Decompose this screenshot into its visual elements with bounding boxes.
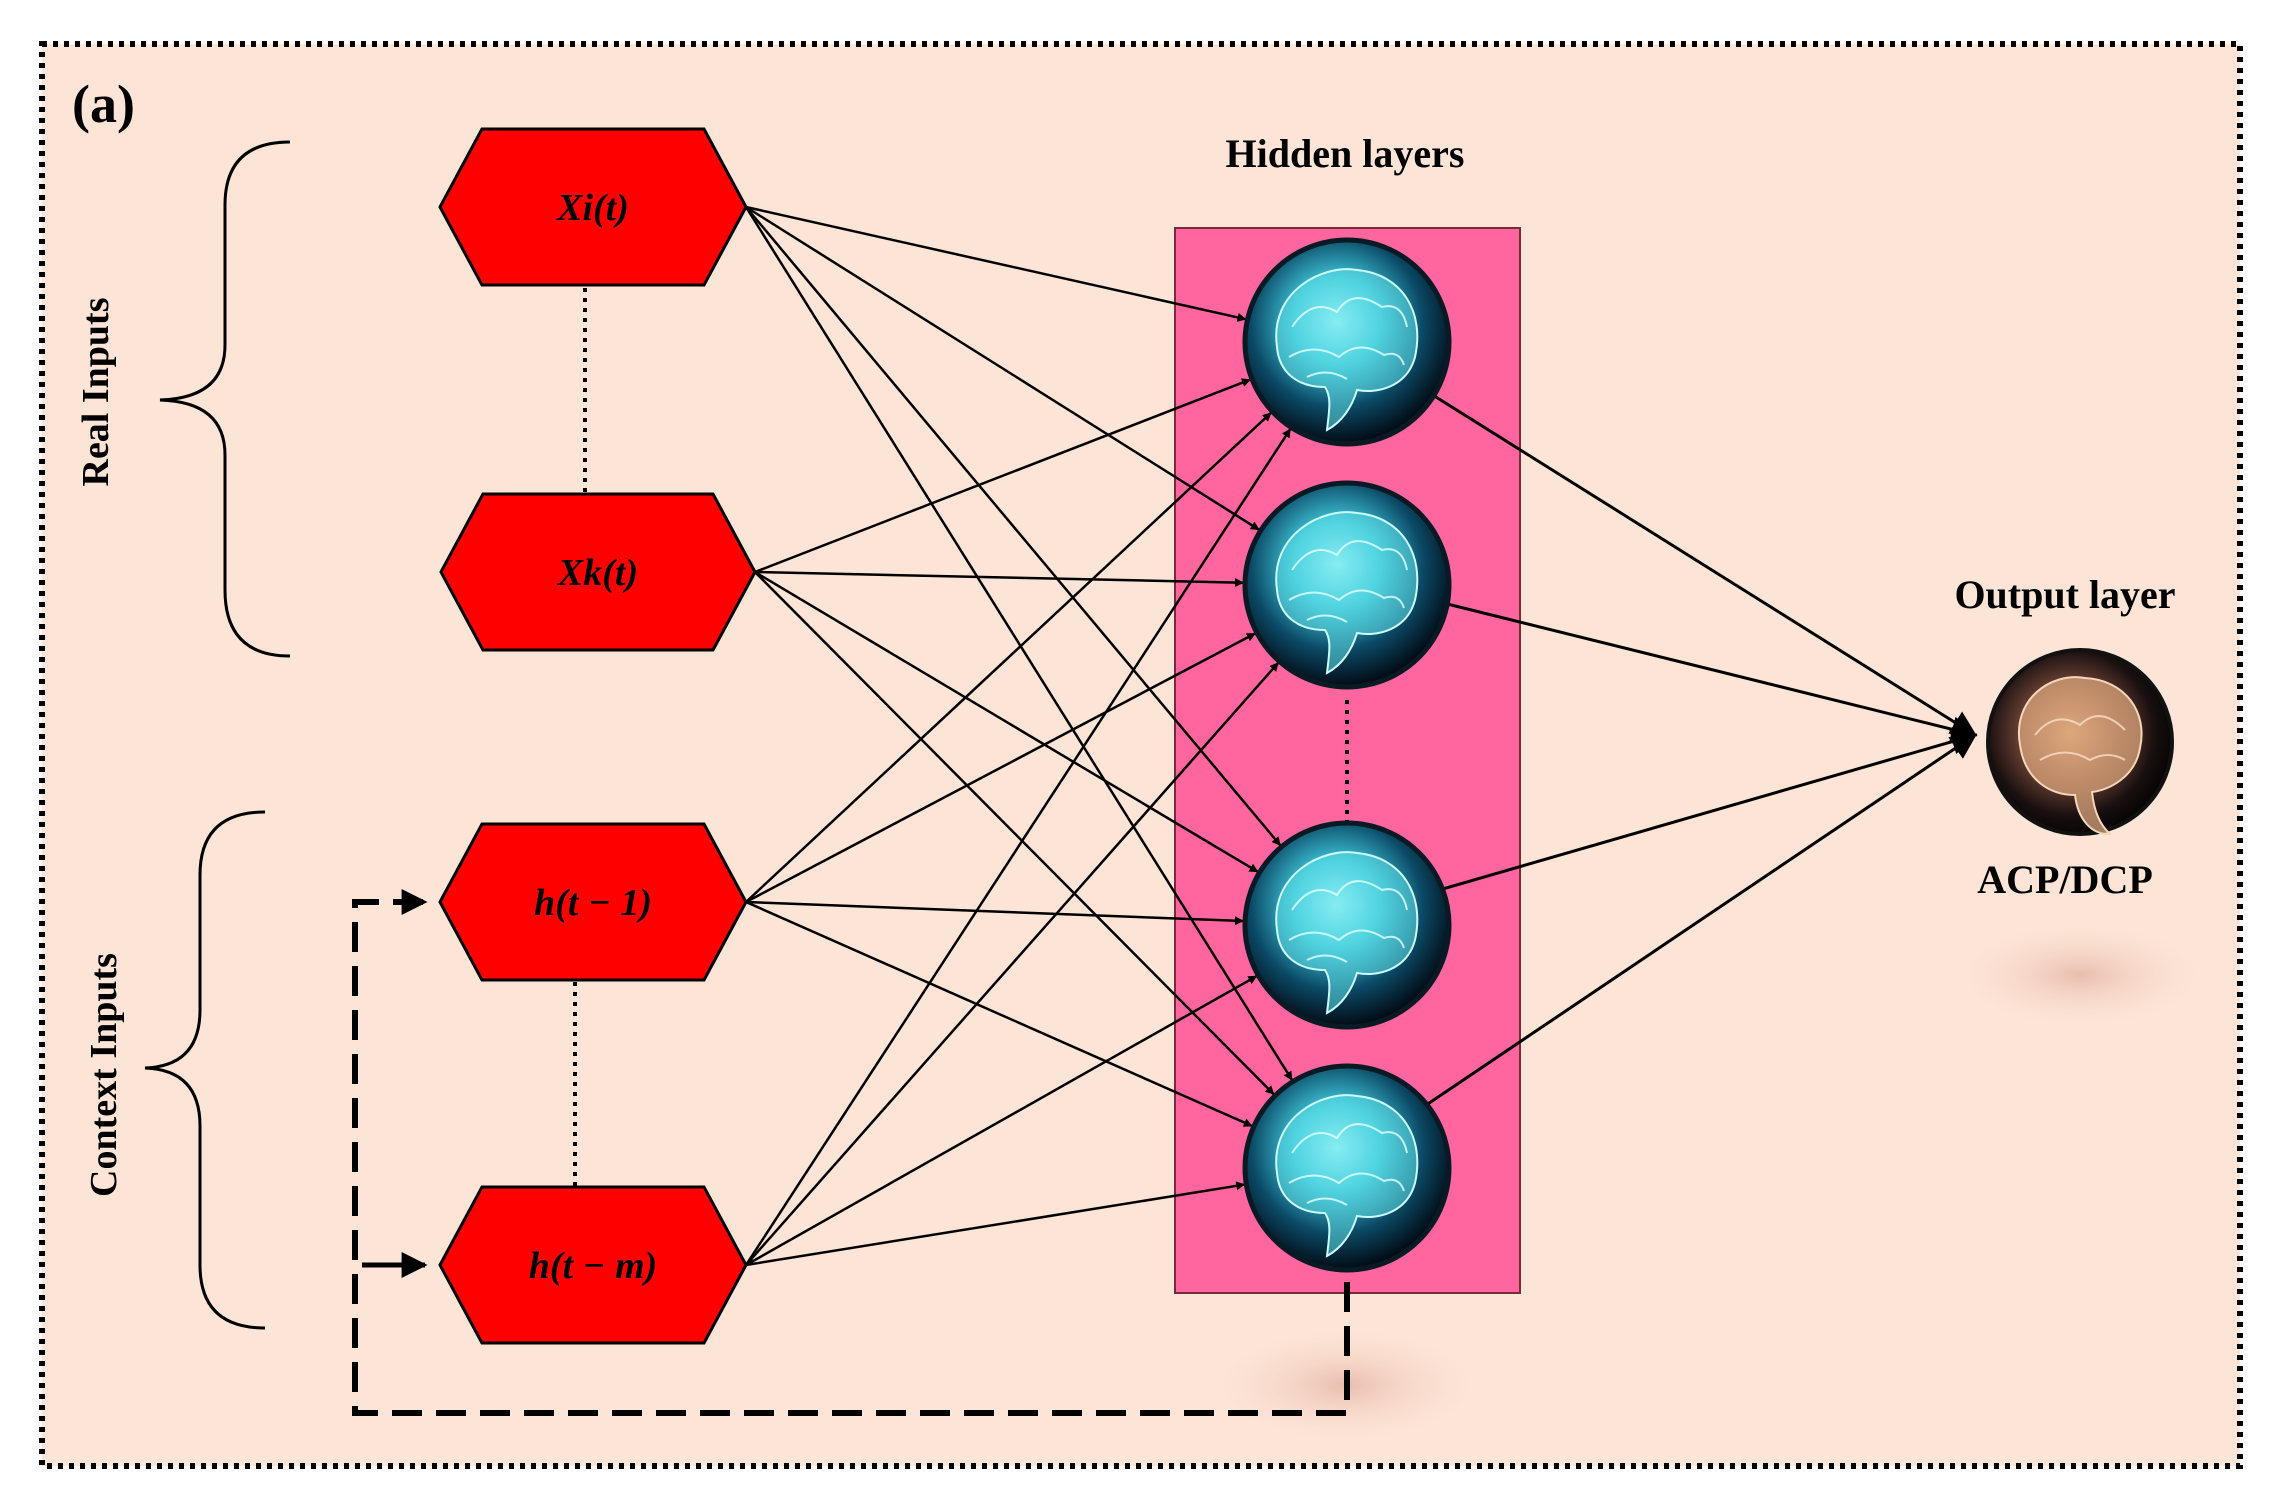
diagram-background [42, 44, 2240, 1466]
connection-line [745, 206, 1282, 847]
output-node-label: ACP/DCP [1977, 857, 2153, 902]
connection-line [745, 662, 1280, 1266]
connection-line [745, 205, 1247, 322]
input-node-label: Xi(t) [556, 187, 629, 229]
context-inputs-brace [144, 810, 266, 1330]
real-inputs-brace [159, 140, 291, 658]
output-connection-line [1411, 380, 1978, 737]
brain-output-folds [2034, 715, 2126, 762]
input-hexagon [439, 492, 757, 652]
input-hexagon [438, 1185, 748, 1345]
hidden-node [1242, 480, 1452, 690]
input-node-h1: h(t − 1) [438, 822, 748, 982]
input-node-hm: h(t − m) [438, 1185, 748, 1345]
brain-folds [1288, 297, 1408, 380]
connection-line [745, 632, 1256, 904]
connection-line [744, 206, 1293, 1081]
input-node-label: Xk(t) [557, 552, 638, 594]
connection-line [745, 1181, 1246, 1267]
input-node-label: h(t − m) [529, 1245, 658, 1287]
input-to-hidden-connections [744, 205, 1293, 1267]
output-connection-line [1406, 733, 1978, 1120]
connection-line [754, 378, 1251, 574]
hidden-node [1242, 237, 1452, 447]
brain-folds [1288, 1123, 1408, 1206]
output-node [1986, 648, 2174, 836]
output-connection-line [1414, 729, 1978, 899]
hidden-layer-title: Hidden layers [1226, 131, 1465, 176]
connection-line [745, 411, 1272, 903]
context-inputs-label: Context Inputs [83, 953, 125, 1197]
output-connection-line [1418, 595, 1978, 742]
connection-line [744, 428, 1292, 1266]
brain-folds [1288, 540, 1408, 623]
feedback-loop [352, 889, 1350, 1416]
connection-line [754, 571, 1275, 1096]
dotted-border [39, 41, 2243, 1469]
connection-line [745, 900, 1253, 1128]
hidden-node [1242, 1063, 1452, 1273]
hidden-node [1242, 820, 1452, 1030]
real-inputs-label: Real Inputs [75, 298, 117, 487]
hidden-to-output-connections [1406, 380, 1978, 1120]
connection-line [754, 570, 1244, 588]
panel-label: (a) [72, 74, 135, 134]
input-hexagon [438, 822, 748, 982]
input-node-xk: Xk(t) [439, 492, 757, 652]
connection-line [745, 975, 1258, 1267]
input-node-label: h(t − 1) [534, 882, 652, 924]
input-node-xi: Xi(t) [438, 127, 748, 287]
connection-line [745, 205, 1260, 531]
connection-line [754, 570, 1259, 873]
brain-folds [1288, 880, 1408, 963]
input-hexagon [438, 127, 748, 287]
output-layer-title: Output layer [1954, 572, 2175, 617]
output-shadow [1950, 920, 2210, 1030]
connection-line [745, 900, 1244, 926]
